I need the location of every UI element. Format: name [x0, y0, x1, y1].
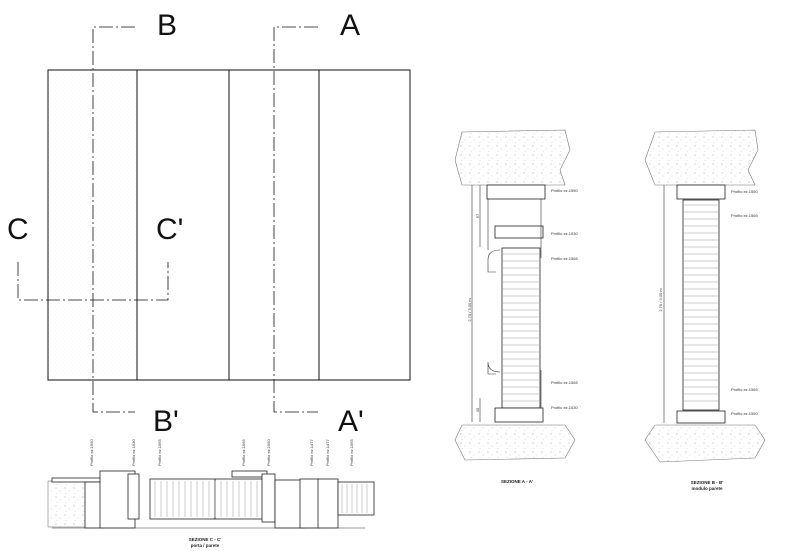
profile-label: Profilo ez.1550: [731, 411, 758, 416]
elevation-view: B A B' A' C C': [7, 9, 411, 438]
section-c-drawing: Profilo ez.1550 Profilo ez.1530 Profilo …: [47, 439, 375, 548]
label-b: B: [157, 9, 177, 42]
section-b-subtitle: modulo parete: [691, 486, 723, 491]
profile-label: Profilo ez.1530: [551, 405, 578, 410]
section-b-title: SEZIONE B - B': [691, 480, 724, 485]
profile-label: Profilo ez.1530: [551, 231, 578, 236]
section-a-title: SEZIONE A - A': [501, 479, 533, 484]
profile-label: Profilo ez.1550: [551, 188, 578, 193]
label-c-prime: C': [156, 213, 183, 246]
dimension-total: 2.70 / 3.00 m: [658, 288, 663, 312]
profile-label: Profilo ez.1565: [241, 439, 246, 466]
door-panel-shaded: [48, 70, 137, 380]
profile-label: Profilo ez.1550: [266, 439, 271, 466]
label-a: A: [340, 9, 360, 42]
profile-label: Profilo ez.1550: [731, 189, 758, 194]
profile-label: Profilo ez.1530: [131, 439, 136, 466]
section-c-title: SEZIONE C - C': [189, 537, 222, 542]
dimension-total: 2.70 / 3.00 m: [467, 298, 472, 322]
profile-label: Profilo ez.1565: [157, 439, 162, 466]
section-line-c: [17, 262, 169, 301]
profile-label: Profilo ez.1477: [325, 439, 330, 466]
concrete-bottom: [454, 424, 576, 461]
section-b-drawing: 2.70 / 3.00 m Profilo ez.1550 Profilo ez…: [644, 129, 766, 491]
label-b-prime: B': [153, 405, 179, 438]
profile-label: Profilo ez.1565: [731, 387, 758, 392]
label-a-prime: A': [338, 405, 364, 438]
section-a-drawing: document.write('') 2.70 / 3.00 m 57 35 P…: [454, 129, 578, 484]
section-line-a: [273, 26, 318, 413]
profile-label: Profilo ez.1565: [551, 256, 578, 261]
profile-label: Profilo ez.1565: [349, 439, 354, 466]
profile-label: Profilo ez.1477: [309, 439, 314, 466]
concrete-top: [644, 129, 759, 186]
label-c: C: [7, 213, 29, 246]
profile-label: Profilo ez.1565: [551, 380, 578, 385]
dimension-top: 57: [475, 213, 480, 218]
profile-label: Profilo ez.1550: [89, 439, 94, 466]
concrete-top: [454, 129, 571, 186]
concrete-bottom: [644, 424, 766, 463]
concrete-wall: [47, 480, 87, 528]
section-line-b: [92, 26, 135, 413]
profile-label: Profilo ez.1565: [731, 213, 758, 218]
dimension-bottom: 35: [475, 407, 480, 412]
section-c-subtitle: porta / parete: [191, 543, 220, 548]
